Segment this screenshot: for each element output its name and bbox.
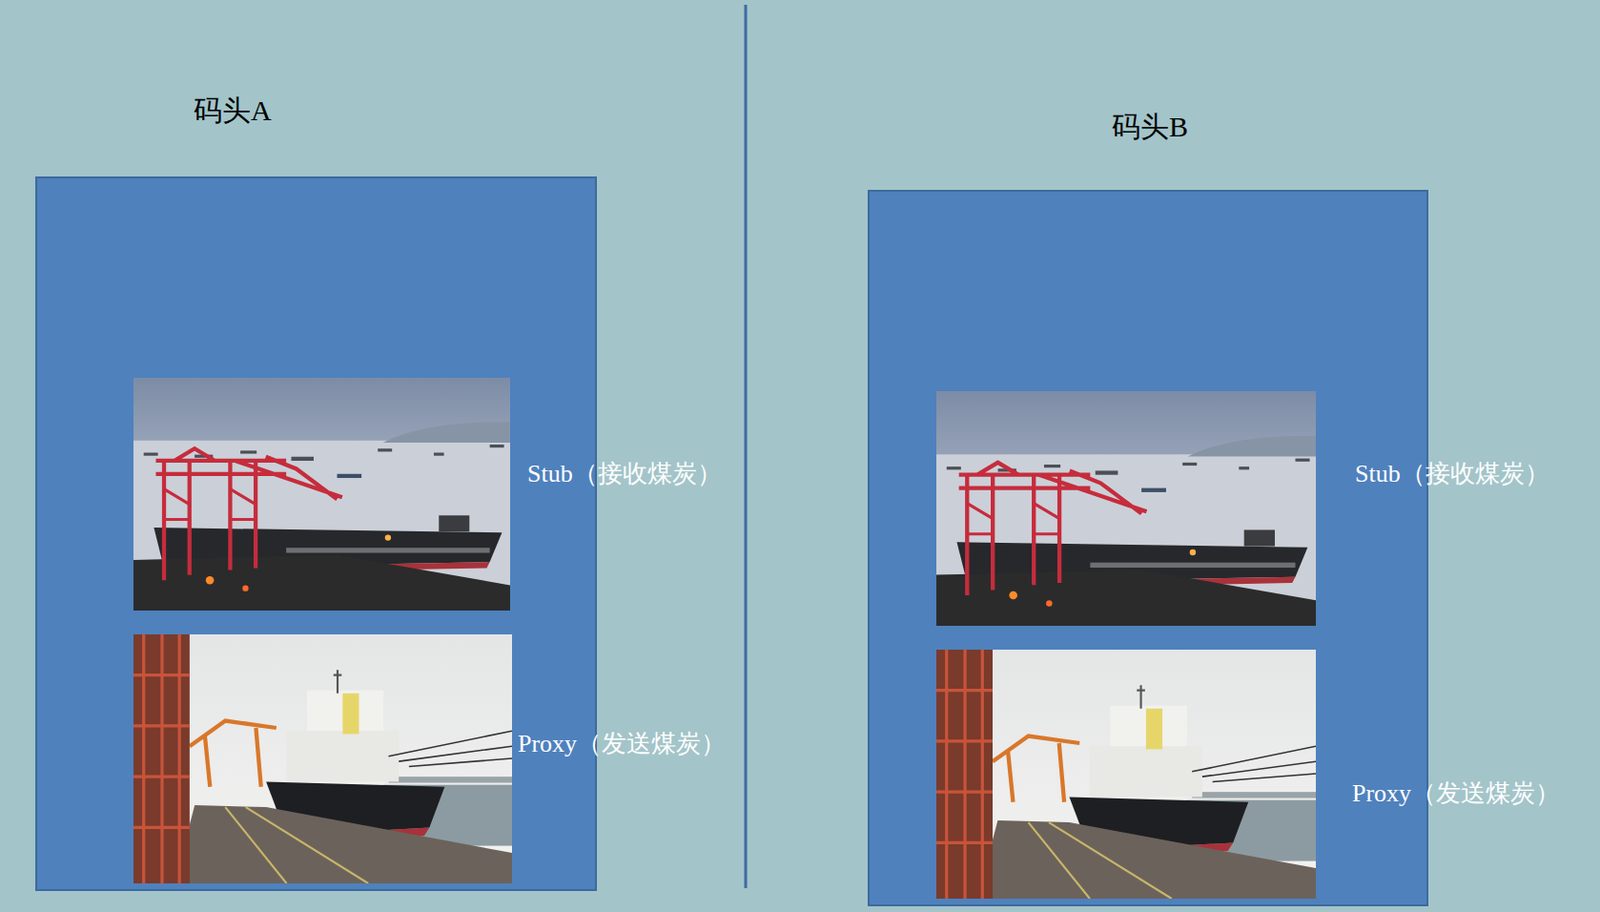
- dock-box: 码头B: [867, 189, 1429, 906]
- photo-group: [869, 191, 1427, 904]
- cargo-ship-photo: [936, 649, 1316, 899]
- label-holder: Stub（接收煤炭）: [527, 458, 722, 489]
- dock-title: 码头A: [193, 93, 272, 128]
- label-holder: Proxy（发送煤炭）: [517, 728, 726, 759]
- role-label: Stub（接收煤炭）: [527, 458, 722, 489]
- coal-terminal-photo: [936, 390, 1316, 626]
- role-label: Proxy（发送煤炭）: [517, 728, 726, 759]
- cargo-ship-photo: [133, 634, 513, 883]
- role-label: Proxy（发送煤炭）: [1352, 778, 1560, 808]
- role-label: Stub（接收煤炭）: [1354, 458, 1550, 489]
- label-holder: Proxy（发送煤炭）: [1352, 778, 1560, 808]
- dock-title: 码头B: [1111, 109, 1189, 144]
- coal-terminal-photo: [133, 377, 511, 611]
- label-holder: Stub（接收煤炭）: [1354, 458, 1550, 489]
- dock-box: 码头A: [35, 176, 597, 891]
- divider-line: [744, 4, 748, 888]
- photo-group: [37, 178, 595, 889]
